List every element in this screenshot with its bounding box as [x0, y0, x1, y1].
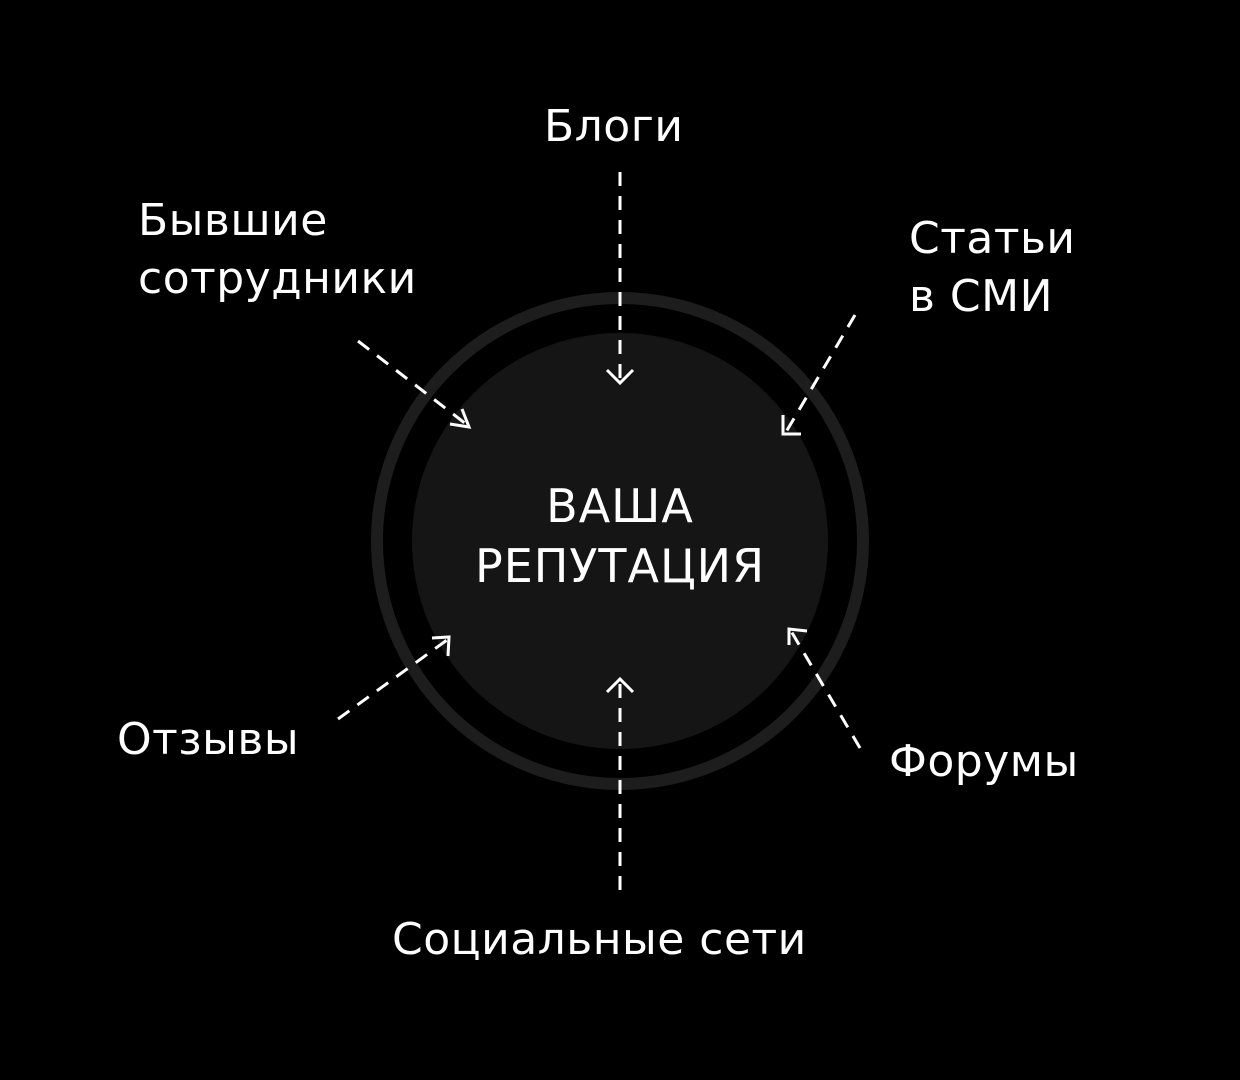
label-ex-employees-line2: сотрудники	[138, 253, 417, 304]
label-ex-employees-line1: Бывшие	[138, 195, 328, 246]
arrow-forums	[787, 627, 862, 749]
label-blogs: Блоги	[544, 101, 684, 152]
arrow-reviews	[337, 635, 451, 721]
label-media: Статьи в СМИ	[909, 210, 1075, 326]
label-media-line1: Статьи	[909, 213, 1076, 264]
center-title: ВАША РЕПУТАЦИЯ	[420, 476, 820, 596]
center-title-line1: ВАША	[546, 479, 694, 533]
label-forums: Форумы	[889, 736, 1079, 787]
arrow-blogs	[605, 172, 635, 386]
arrow-media	[781, 314, 857, 436]
label-ex-employees: Бывшие сотрудники	[138, 192, 417, 308]
arrow-social	[605, 676, 635, 890]
center-title-line2: РЕПУТАЦИЯ	[474, 539, 766, 593]
arrow-ex-employees	[357, 339, 472, 429]
label-social: Социальные сети	[392, 914, 807, 965]
center-circle	[412, 333, 828, 749]
label-media-line2: в СМИ	[909, 271, 1054, 322]
label-reviews: Отзывы	[117, 714, 300, 765]
